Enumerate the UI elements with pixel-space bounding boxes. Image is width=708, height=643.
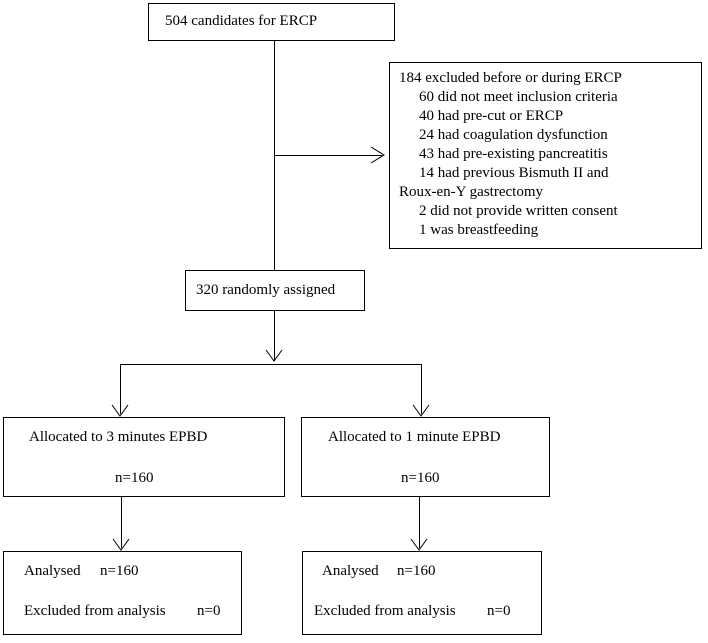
excluded-reason: 14 had previous Bismuth II and <box>419 165 609 181</box>
excluded-reason: 40 had pre-cut or ERCP <box>419 108 564 124</box>
excluded-reason: 24 had coagulation dysfunction <box>419 127 608 143</box>
excluded-reason: 43 had pre-existing pancreatitis <box>419 146 608 162</box>
allocation-n-arm2: n=160 <box>401 470 440 486</box>
arrowhead-to-arm2 <box>412 404 430 417</box>
excluded-reason: 1 was breastfeeding <box>419 222 539 238</box>
arrowhead-to-arm1 <box>111 404 129 417</box>
excluded-box: 184 excluded before or during ERCP 60 di… <box>389 62 702 249</box>
candidates-box: 504 candidates for ERCP <box>148 3 395 41</box>
randomized-label: 320 randomly assigned <box>196 282 336 298</box>
connector-branch-to-excluded <box>274 155 382 156</box>
allocation-label-arm2: Allocated to 1 minute EPBD <box>328 429 501 445</box>
allocation-label-arm1: Allocated to 3 minutes EPBD <box>29 429 208 445</box>
excluded-analysis-n-arm2: n=0 <box>487 603 511 619</box>
connector-randomized-down <box>274 311 275 361</box>
allocation-box-arm1: Allocated to 3 minutes EPBD n=160 <box>3 417 285 497</box>
connector-arm1-to-analysis <box>121 496 122 548</box>
arrowhead-to-analysis-arm1 <box>112 538 130 551</box>
allocation-box-arm2: Allocated to 1 minute EPBD n=160 <box>301 417 550 497</box>
excluded-reason: 2 did not provide written consent <box>419 203 618 219</box>
connector-split-right-down <box>421 364 422 414</box>
analysis-box-arm1: Analysed n=160 Excluded from analysis n=… <box>3 551 242 635</box>
excluded-reason: Roux-en-Y gastrectomy <box>399 184 543 200</box>
connector-split-left-down <box>120 364 121 414</box>
connector-split-horizontal <box>120 364 422 365</box>
arrowhead-to-split <box>265 349 283 362</box>
candidates-label: 504 candidates for ERCP <box>165 13 318 29</box>
excluded-title: 184 excluded before or during ERCP <box>399 70 622 86</box>
excluded-analysis-n-arm1: n=0 <box>197 603 221 619</box>
allocation-n-arm1: n=160 <box>115 470 154 486</box>
excluded-analysis-label-arm1: Excluded from analysis <box>24 603 166 619</box>
analysed-n-arm2: n=160 <box>397 563 436 579</box>
arrowhead-to-excluded <box>370 146 385 164</box>
analysed-n-arm1: n=160 <box>100 563 139 579</box>
connector-arm2-to-analysis <box>419 496 420 548</box>
analysed-label-arm2: Analysed <box>322 563 379 579</box>
excluded-analysis-label-arm2: Excluded from analysis <box>314 603 456 619</box>
excluded-reason: 60 did not meet inclusion criteria <box>419 89 618 105</box>
analysis-box-arm2: Analysed n=160 Excluded from analysis n=… <box>302 551 542 635</box>
arrowhead-to-analysis-arm2 <box>410 538 428 551</box>
analysed-label-arm1: Analysed <box>24 563 81 579</box>
randomized-box: 320 randomly assigned <box>185 270 365 311</box>
